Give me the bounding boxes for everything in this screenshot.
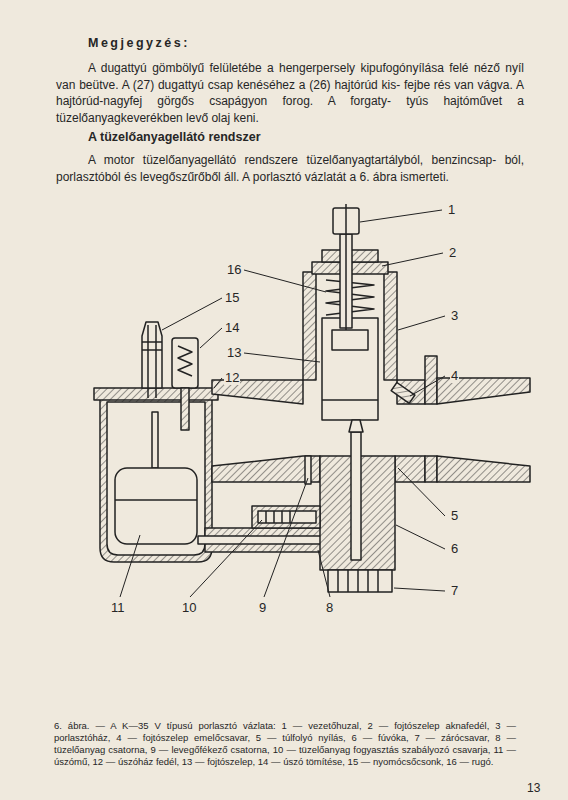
throttle-valve: [332, 330, 368, 350]
adjusting-screw: [258, 511, 316, 523]
jet: [349, 420, 363, 432]
float: [115, 499, 197, 501]
leader-line: [120, 210, 445, 597]
callout-number: 4: [450, 368, 459, 383]
carburetor-body: [305, 456, 311, 484]
adjusting-screw: [281, 511, 283, 523]
leader-line: [396, 525, 445, 549]
housing: [303, 272, 316, 380]
adjusting-screw: [273, 511, 275, 523]
leader-line: [190, 520, 262, 597]
leader-line: [264, 478, 308, 597]
adjusting-screw: [252, 506, 320, 528]
callout-number: 12: [224, 370, 240, 385]
leader-line: [360, 210, 442, 222]
housing: [384, 272, 397, 380]
float-seal: [181, 388, 189, 430]
float-seal: [172, 338, 198, 430]
callout-number: 1: [447, 202, 456, 217]
carburetor-drawing: [94, 204, 530, 592]
leader-line: [398, 316, 445, 330]
pressure-tube: [142, 349, 162, 351]
leader-line: [214, 378, 222, 388]
float-seal: [178, 346, 192, 376]
callout-number: 10: [181, 600, 197, 615]
float: [152, 412, 158, 468]
leader-line: [318, 550, 330, 597]
section-heading: A tüzelőanyagellátó rendszer: [88, 130, 261, 144]
plug-screw: [377, 570, 379, 592]
callout-number: 6: [450, 541, 459, 556]
fuel-channel: [198, 528, 322, 552]
float-chamber: [100, 398, 212, 562]
callout-number: 15: [224, 290, 240, 305]
leader-line: [244, 270, 326, 292]
figure-caption: 6. ábra. — A K—35 V típusú porlasztó váz…: [54, 720, 516, 768]
float: [115, 412, 197, 544]
plug-screw: [337, 570, 339, 592]
jet: [351, 432, 361, 560]
jet: [320, 420, 395, 570]
callout-number: 3: [450, 308, 459, 323]
carburetor-body: [425, 456, 437, 482]
callout-number: 13: [226, 345, 242, 360]
body-paragraph: A motor tüzelőanyagellátó rendszere tüze…: [56, 152, 524, 185]
plug-screw: [357, 570, 359, 592]
callout-number: 2: [448, 245, 457, 260]
float: [115, 468, 197, 544]
plug-screw: [367, 570, 369, 592]
float-chamber: [100, 398, 212, 562]
callout-number: 9: [258, 600, 267, 615]
callout-number: 16: [226, 262, 242, 277]
page-number: 13: [527, 781, 540, 795]
throttle-valve: [322, 399, 378, 401]
adjusting-screw: [265, 511, 267, 523]
callout-number: 5: [450, 508, 459, 523]
lift-screw: [391, 382, 415, 403]
leader-line: [200, 328, 222, 348]
carburetor-body: [425, 356, 437, 404]
guide-wire: [345, 204, 347, 330]
leader-line: [244, 353, 320, 362]
throttle-valve: [322, 318, 378, 420]
fuel-channel: [198, 536, 322, 544]
adjusting-screw: [289, 511, 291, 523]
callout-number: 7: [450, 583, 459, 598]
plug-screw: [347, 570, 349, 592]
note-heading: Megjegyzés:: [88, 36, 190, 50]
pressure-tube: [142, 341, 162, 343]
float-seal: [172, 338, 198, 388]
leader-line: [120, 535, 140, 597]
pressure-tube: [155, 325, 157, 398]
leader-line: [398, 468, 445, 516]
pressure-tube: [142, 322, 162, 398]
carburetor-body: [437, 456, 530, 482]
guide-wire: [333, 204, 359, 330]
callout-number: 11: [110, 600, 126, 615]
leader-line: [410, 376, 445, 396]
body-paragraph: A dugattyú gömbölyű felületébe a hengerp…: [56, 60, 524, 126]
carburetor-body: [212, 456, 320, 482]
lift-screw: [391, 382, 415, 403]
leader-line: [394, 588, 445, 591]
throttle-valve: [322, 318, 378, 420]
plug-screw: [328, 570, 392, 592]
callout-number: 8: [325, 600, 334, 615]
leader-line: [162, 298, 222, 330]
plug-screw: [328, 570, 392, 592]
pressure-tube: [142, 322, 162, 388]
adjusting-screw: [252, 506, 320, 528]
callout-number: 14: [224, 320, 240, 335]
pressure-tube: [147, 325, 149, 398]
leader-line: [382, 253, 443, 266]
